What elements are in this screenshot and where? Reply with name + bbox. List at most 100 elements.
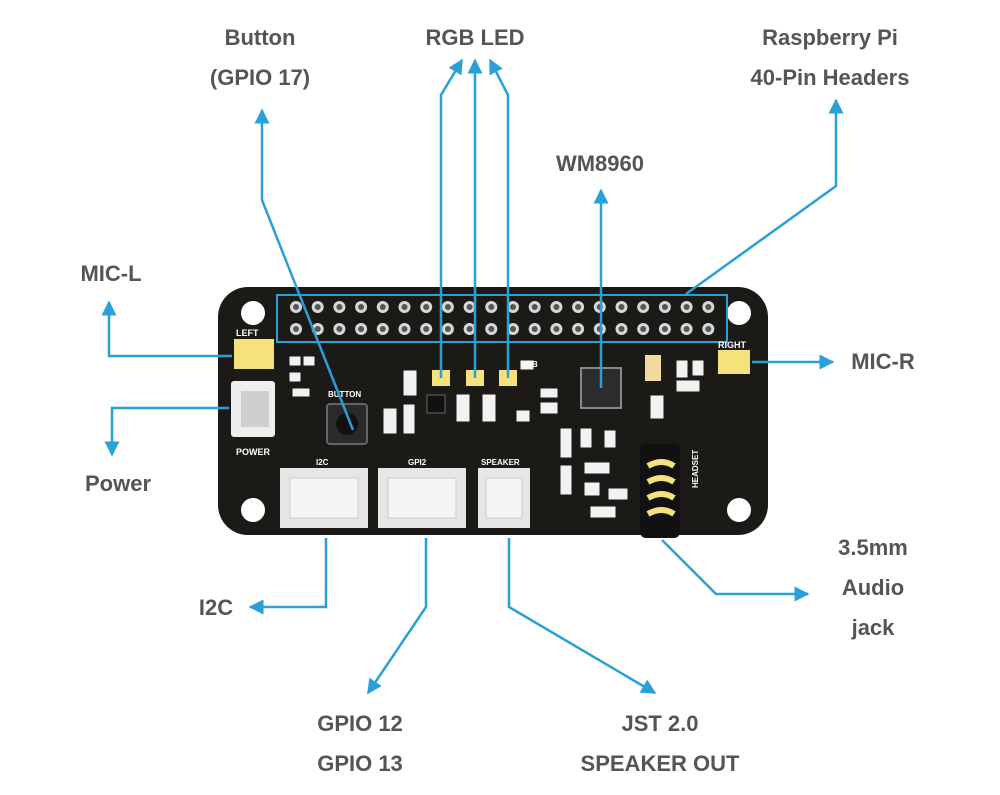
- gpio-header-outline: [276, 294, 728, 343]
- header-pin-hole: [314, 304, 321, 310]
- arrow-i2c: [248, 538, 328, 615]
- callout-mic-l-text: MIC-L: [80, 261, 142, 286]
- callout-speaker-out: JST 2.0 SPEAKER OUT: [565, 704, 755, 784]
- arrow-button: [254, 108, 355, 431]
- header-pin-hole: [336, 326, 343, 332]
- mounting-hole-icon: [727, 498, 751, 522]
- silk-power: POWER: [236, 447, 271, 457]
- push-button-icon: [326, 403, 368, 445]
- header-pin-hole: [575, 326, 582, 332]
- header-pin-hole: [466, 304, 473, 310]
- mic-right-pad: [718, 350, 750, 374]
- silk-button: BUTTON: [328, 390, 361, 399]
- callout-rpi-line2: 40-Pin Headers: [750, 65, 910, 90]
- pcb-board: LEFT RIGHT POWER BUTTON RGB I2C GPI2 SPE…: [218, 287, 768, 538]
- mounting-hole-icon: [241, 498, 265, 522]
- arrow-rpi-headers: [685, 98, 844, 296]
- header-pin-hole: [575, 304, 582, 310]
- gpio-header-pins: [290, 301, 715, 335]
- silk-speaker: SPEAKER: [481, 458, 520, 467]
- callout-i2c: I2C: [186, 588, 246, 628]
- header-pin-hole: [423, 326, 430, 332]
- silk-left: LEFT: [236, 328, 259, 338]
- speaker-connector-icon: [478, 468, 530, 528]
- header-pin-hole: [531, 304, 538, 310]
- callout-button-line2: (GPIO 17): [209, 65, 311, 90]
- header-pin-hole: [705, 326, 712, 332]
- callout-rpi-line1: Raspberry Pi: [762, 25, 898, 50]
- mic-left-pad: [234, 339, 274, 369]
- header-pin-hole: [640, 304, 647, 310]
- header-pin-hole: [358, 304, 365, 310]
- callout-gpio: GPIO 12 GPIO 13: [300, 704, 420, 784]
- mounting-hole-icon: [727, 301, 751, 325]
- arrow-audio-jack: [661, 539, 810, 602]
- callout-button: Button (GPIO 17): [195, 18, 325, 98]
- callout-mic-l: MIC-L: [66, 254, 156, 294]
- header-pin-hole: [683, 304, 690, 310]
- header-pin-hole: [705, 304, 712, 310]
- callout-rgb-led-text: RGB LED: [425, 25, 525, 50]
- callout-speaker-line2: SPEAKER OUT: [580, 751, 740, 776]
- callout-power: Power: [68, 464, 168, 504]
- capacitor: [645, 355, 661, 381]
- header-pin-hole: [444, 326, 451, 332]
- callout-rpi-headers: Raspberry Pi 40-Pin Headers: [740, 18, 920, 98]
- callout-mic-r-text: MIC-R: [851, 349, 915, 374]
- leader-lines: [101, 58, 844, 695]
- header-pin-hole: [466, 326, 473, 332]
- header-pin-hole: [683, 326, 690, 332]
- silk-headset: HEADSET: [691, 450, 700, 488]
- arrow-speaker: [507, 538, 657, 695]
- silk-rgb: RGB: [520, 360, 538, 369]
- header-pin-hole: [379, 304, 386, 310]
- header-pin-hole: [553, 326, 560, 332]
- silk-right: RIGHT: [718, 340, 747, 350]
- header-pin-hole: [444, 304, 451, 310]
- header-pin-hole: [618, 326, 625, 332]
- callout-audio-jack: 3.5mm Audio jack: [818, 528, 928, 648]
- header-pin-hole: [314, 326, 321, 332]
- callout-wm8960-text: WM8960: [555, 151, 645, 176]
- callout-audio-jack-line3: jack: [851, 615, 895, 640]
- header-pin-hole: [510, 304, 516, 310]
- power-connector-icon: [231, 381, 275, 437]
- header-pin-hole: [293, 304, 299, 310]
- callout-i2c-text: I2C: [198, 595, 234, 620]
- header-pin-hole: [358, 326, 365, 332]
- i2c-connector-icon: [280, 468, 368, 528]
- callout-wm8960: WM8960: [540, 144, 660, 184]
- arrow-power: [104, 406, 229, 457]
- header-pin-hole: [293, 326, 299, 332]
- header-pin-hole: [618, 304, 625, 310]
- smd-components: [288, 355, 705, 519]
- header-pin-hole: [401, 326, 408, 332]
- header-pin-hole: [379, 326, 386, 332]
- header-pin-hole: [661, 304, 668, 310]
- mounting-hole-icon: [241, 301, 265, 325]
- gpio-connector-icon: [378, 468, 466, 528]
- header-pin-hole: [531, 326, 538, 332]
- callout-gpio-line1: GPIO 12: [317, 711, 403, 736]
- silk-gpi2: GPI2: [408, 458, 427, 467]
- header-pin-hole: [553, 304, 560, 310]
- transistor: [426, 394, 446, 414]
- header-pin-hole: [510, 326, 516, 332]
- arrow-mic-l: [101, 300, 232, 358]
- callout-audio-jack-line1: 3.5mm: [838, 535, 908, 560]
- header-pin-hole: [488, 326, 495, 332]
- audio-jack-icon: [640, 444, 680, 538]
- arrow-gpio: [366, 538, 428, 695]
- header-pin-hole: [640, 326, 647, 332]
- silk-i2c: I2C: [316, 458, 329, 467]
- callout-audio-jack-line2: Audio: [841, 575, 905, 600]
- callout-power-text: Power: [84, 471, 152, 496]
- callout-rgb-led: RGB LED: [405, 18, 545, 58]
- header-pin-hole: [401, 304, 408, 310]
- arrow-rgb-3: [488, 58, 510, 378]
- callout-speaker-line1: JST 2.0: [621, 711, 699, 736]
- header-pin-hole: [336, 304, 343, 310]
- callout-button-line1: Button: [224, 25, 296, 50]
